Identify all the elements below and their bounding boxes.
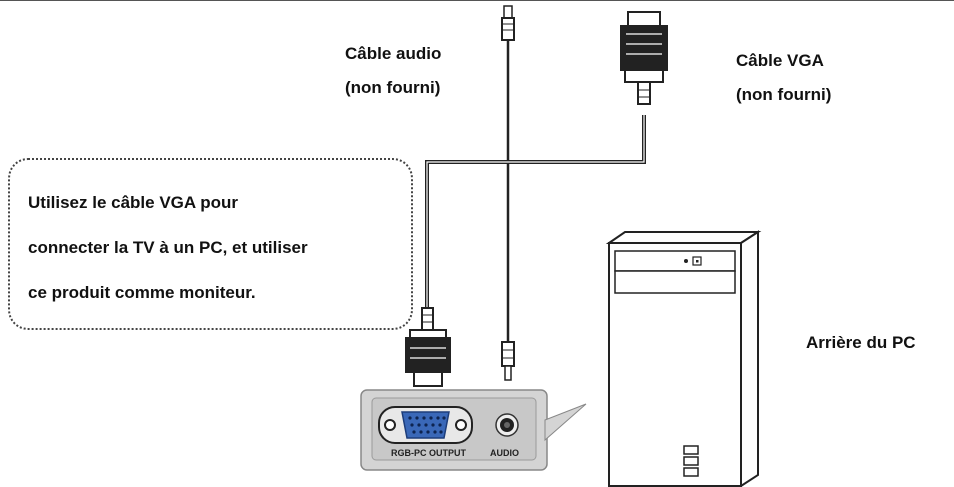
audio-cable-label-line1: Câble audio	[345, 44, 442, 63]
instruction-line-2: connecter la TV à un PC, et utiliser	[28, 238, 308, 257]
top-divider-line	[0, 0, 954, 1]
instruction-callout: Utilisez le câble VGA pour connecter la …	[8, 158, 413, 330]
audio-port-icon	[495, 413, 519, 437]
instruction-line-3: ce produit comme moniteur.	[28, 283, 256, 302]
vga-cable-label: Câble VGA (non fourni)	[736, 44, 831, 112]
pc-back-label-text: Arrière du PC	[806, 333, 916, 352]
pc-back-label: Arrière du PC	[806, 326, 916, 360]
vga-port-icon	[378, 406, 473, 444]
vga-cable-label-line1: Câble VGA	[736, 51, 824, 70]
rgb-port-label: RGB-PC OUTPUT	[391, 448, 466, 458]
rear-panel	[360, 389, 587, 471]
audio-cable	[501, 5, 515, 381]
vga-cable	[405, 11, 668, 387]
audio-port-label: AUDIO	[490, 448, 519, 458]
audio-cable-label-line2: (non fourni)	[345, 78, 441, 97]
audio-cable-label: Câble audio (non fourni)	[345, 37, 441, 105]
vga-cable-label-line2: (non fourni)	[736, 85, 832, 104]
pc-tower	[605, 230, 762, 487]
instruction-line-1: Utilisez le câble VGA pour	[28, 193, 239, 212]
instruction-text: Utilisez le câble VGA pour connecter la …	[28, 180, 308, 315]
